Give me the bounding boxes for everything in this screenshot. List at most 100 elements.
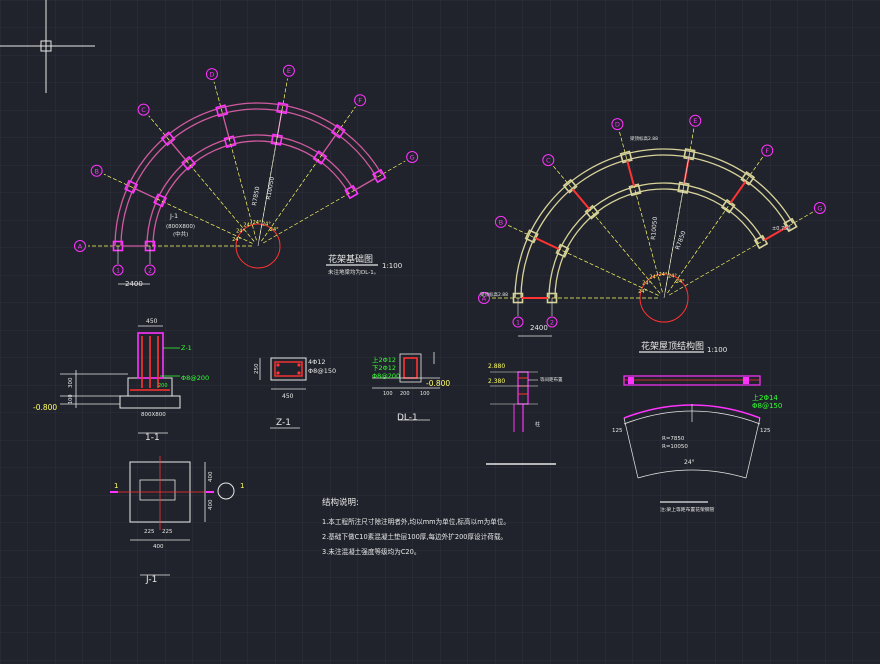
radial-axis-line [261,106,356,242]
angle-label: 24° [638,289,647,295]
foundation-plan-subtitle: 未注地梁均为DL-1。 [328,268,379,276]
cross-beam [626,160,635,187]
beam-arc-label-b: Φ8@150 [752,402,782,410]
notes-line-1: 1.本工程所注尺寸除注明者外,均以mm为单位,标高以m为单位。 [322,517,510,526]
axis-bubble-label: E [287,67,291,75]
cross-beam [571,188,591,210]
section-z1-title: Z-1 [276,418,291,428]
axis-bubble [761,144,774,157]
section-dl1-elevation: -0.800 [426,379,450,388]
foundation-j1-dim-b: 225 [162,529,173,535]
notes-line-3: 3.未注混凝土强度等级均为C20。 [322,547,420,556]
axis-bubble [494,215,507,228]
radial-axis-line [103,173,253,244]
section-z1-dim-bottom: 450 [282,393,294,400]
angle-label: 24° [676,279,685,285]
beam-arc-dim-b: 125 [760,428,771,434]
axis-bubble [689,114,702,127]
roof-plan-title: 花架屋顶结构图 [641,340,704,352]
axis-bubble-label: D [209,71,214,79]
row-bubble [512,316,524,328]
roof-plan-beam-note-top: 梁顶标高2.88 [630,135,658,142]
detail-elev-top: 2.880 [488,363,505,370]
row-bubble [112,264,124,276]
radial-axis-line [263,160,406,244]
axis-bubble [478,292,490,304]
foundation-plan-radius-inner: R10050 [265,176,276,200]
row-bubble [144,264,156,276]
axis-bubble-label: E [693,117,697,125]
cross-beam [170,141,187,161]
foundation-note: (中共) [173,230,188,238]
angle-label: 24° [270,227,279,233]
row-bubble [546,316,558,328]
detail-elev-bottom: 2.380 [488,378,505,385]
radial-axis-line [553,166,661,294]
foundation-j1-drawing [110,456,235,576]
cross-beam [729,181,747,204]
axis-bubble [137,103,150,116]
axis-bubble-label: F [358,97,362,105]
axis-bubble-label: A [78,243,83,251]
section-1-1-dim-top: 450 [146,318,158,325]
foundation-size: (800X800) [166,224,195,230]
beam-arc-radius-b: R=10050 [662,444,688,450]
radial-axis-line [148,115,255,242]
section-1-1-elevation: -0.800 [33,403,57,412]
angle-label: 24° [262,222,271,228]
beam-column-detail-drawing [486,371,556,465]
notes-line-2: 2.基础下做C10素混凝土垫层100厚,每边外扩200厚设计荷载。 [322,532,507,541]
radial-axis-line [667,156,763,294]
detail-label-bottom: 柱 [535,421,540,428]
roof-plan-scale: 1:100 [707,346,727,354]
angle-label: 24° [232,237,241,243]
axis-bubble [90,164,103,177]
angle-label: 24° [243,222,252,228]
section-dl1-label-b: 下2Φ12 [372,364,396,372]
angle-label: 24° [659,272,668,278]
roof-plan-radius-inner: R10050 [650,216,659,240]
foundation-plan-radius-outer: R7850 [251,186,261,207]
axis-bubble-label: B [499,218,503,226]
angle-label: 24° [668,274,677,280]
section-dl1-dim-c: 100 [420,391,430,397]
axis-bubble [282,64,295,77]
cross-beam [354,177,377,191]
axis-bubble [611,118,624,131]
radius-leader [663,154,690,299]
section-1-1-title: 1-1 [145,433,160,443]
section-dl1-dim-b: 200 [400,391,410,397]
angle-label: 24° [642,281,651,287]
section-1-1-drawing [60,325,181,434]
notes-heading: 结构说明: [322,497,359,508]
beam-arc-angle: 24° [684,459,695,466]
axis-bubble-label: C [141,106,146,114]
arc-beam-line [120,108,378,247]
axis-bubble-label: A [482,295,487,303]
section-dl1-dim-a: 100 [383,391,393,397]
row-bubble-label: 1 [116,268,120,275]
roof-plan-beam-note-left: 梁顶标高2.88 [480,291,508,298]
axis-bubble [354,94,367,107]
foundation-j1-dim-right-a: 400 [208,471,214,482]
section-dl1-label-c: Φ8@200 [372,372,400,380]
foundation-j1-marker-left: 1 [114,482,118,490]
foundation-j1-title: J-1 [145,575,157,585]
cross-beam [134,187,157,200]
arc-beam-line [114,102,383,247]
foundation-j1-dim-a: 225 [144,529,155,535]
radial-axis-line [507,224,659,296]
roof-plan-beam-note-right: ±0.750 [772,226,791,232]
arc-beam-line [514,148,794,299]
foundation-j1-marker-right: 1 [240,482,244,490]
section-1-1-small-label: 200 [158,383,168,389]
crosshair-cursor [0,0,95,93]
beam-arc-label-a: 上2Φ14 [752,393,778,402]
beam-arc-note: 注:梁上等距布置花架钢管 [660,506,715,513]
row-bubble-label: 2 [550,320,554,327]
cross-beam [534,237,560,250]
axis-bubble [542,154,555,167]
cross-beam [763,226,788,241]
